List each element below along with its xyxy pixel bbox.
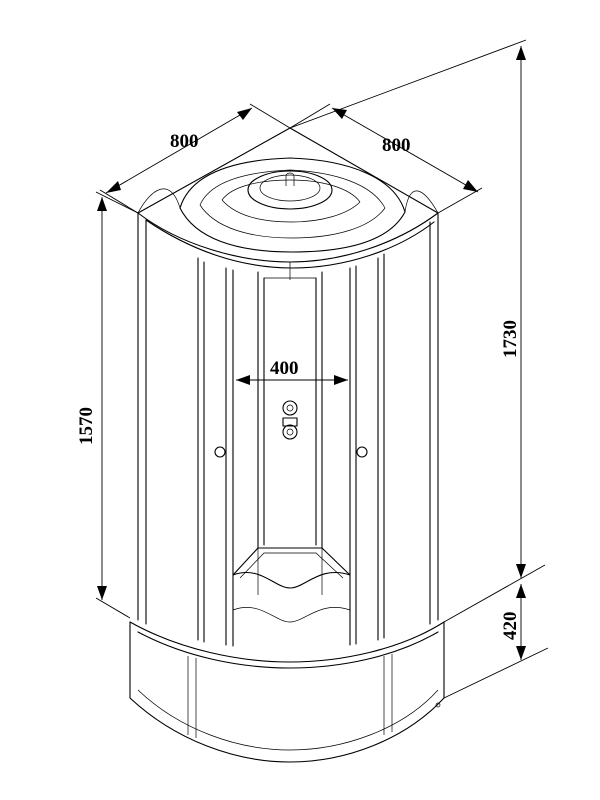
right-door-handle [356, 446, 368, 458]
width-right-label: 800 [382, 135, 411, 156]
dimension-cabin-height: 1570 [76, 191, 139, 619]
cabin-frame [137, 212, 439, 647]
dimension-door-opening: 400 [236, 358, 348, 385]
dimension-width-right: 800 [289, 103, 483, 214]
mixer-tap [282, 400, 298, 440]
cabin-height-label: 1570 [76, 407, 97, 445]
width-left-label: 800 [170, 131, 199, 152]
dimension-total-height: 1730 [289, 39, 546, 623]
dimension-tray-height: 420 [443, 584, 549, 699]
rain-shower-head [247, 170, 333, 210]
seat [232, 547, 351, 623]
left-door-handle [214, 446, 226, 458]
total-height-label: 1730 [500, 320, 521, 358]
roof [137, 127, 439, 269]
shower-tray [129, 621, 445, 763]
tray-height-label: 420 [500, 612, 521, 641]
dimension-width-left: 800 [99, 103, 291, 214]
door-opening-label: 400 [270, 358, 299, 379]
